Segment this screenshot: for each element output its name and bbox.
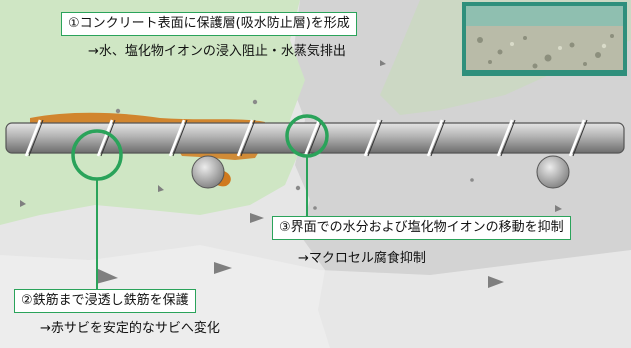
callout-three-title: ③界面での水分および塩化物イオンの移動を抑制 [279,220,564,235]
rebar-ribs [24,119,586,157]
concrete-sample-photo [462,2,627,76]
callout-one-title: ①コンクリート表面に保護層(吸水防止層)を形成 [68,16,350,31]
callout-two-title: ②鉄筋まで浸透し鉄筋を保護 [21,293,189,308]
concrete-lower-band [0,245,631,348]
callout-one-box: ①コンクリート表面に保護層(吸水防止層)を形成 [61,12,357,36]
callout-two-box: ②鉄筋まで浸透し鉄筋を保護 [14,289,196,313]
callout-one-note: →水、塩化物イオンの浸入阻止・水蒸気排出 [88,44,346,59]
rebar-section-left [191,155,225,189]
rebar-rib-shadows [28,119,588,157]
aggregate-dots [115,99,474,210]
rebar-section-right [536,155,570,189]
callout-three-note: →マクロセル腐食抑制 [298,251,426,266]
callout-three-box: ③界面での水分および塩化物イオンの移動を抑制 [272,216,571,240]
callout-two-note: →赤サビを安定的なサビへ変化 [40,321,220,336]
